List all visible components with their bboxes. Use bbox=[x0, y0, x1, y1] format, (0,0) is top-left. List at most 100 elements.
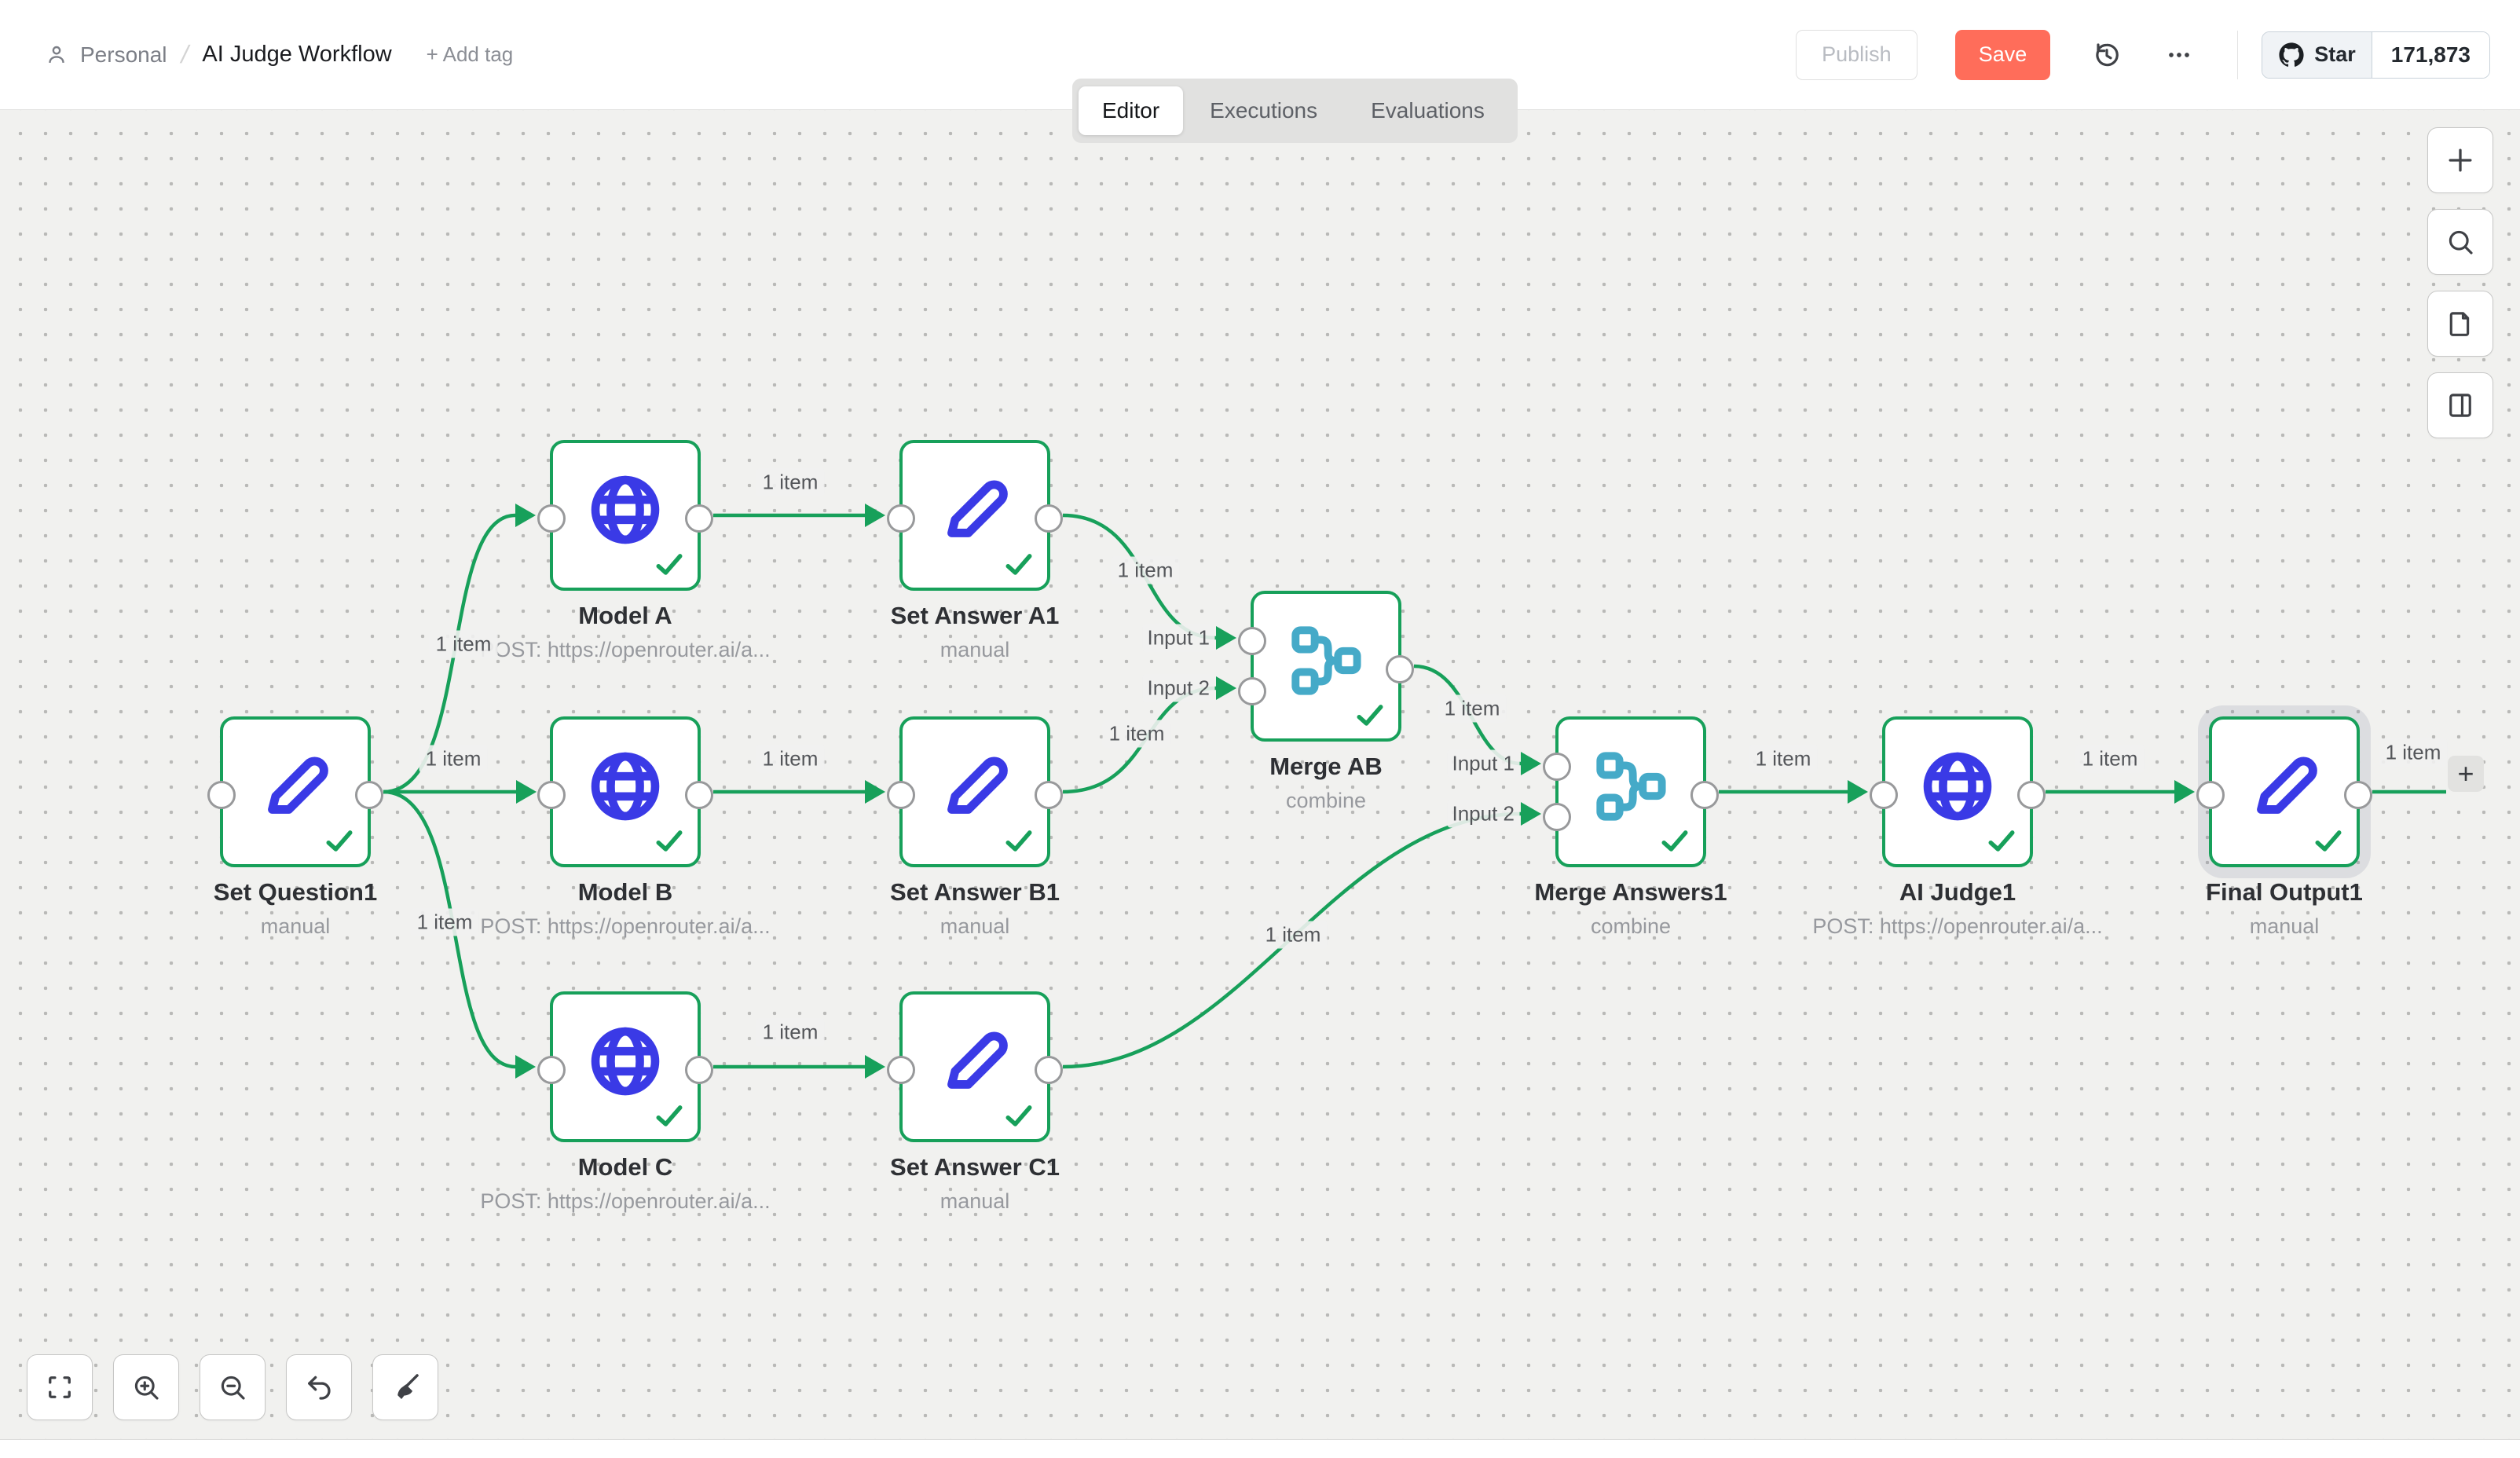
workflow-title[interactable]: AI Judge Workflow bbox=[202, 42, 392, 67]
edge-arrowhead bbox=[1848, 780, 1868, 804]
github-icon bbox=[2279, 42, 2304, 67]
node-merge-ab[interactable] bbox=[1238, 591, 1414, 742]
edge-items-label: 1 item bbox=[1438, 694, 1507, 723]
more-options-icon[interactable] bbox=[2157, 33, 2201, 77]
edges-layer bbox=[383, 504, 2446, 1079]
toggle-panel-button[interactable] bbox=[2427, 372, 2493, 438]
success-check-icon bbox=[1988, 830, 2015, 852]
output-handle[interactable] bbox=[2344, 781, 2372, 809]
success-check-icon bbox=[656, 830, 683, 852]
fit-view-button[interactable] bbox=[27, 1354, 93, 1420]
github-star-widget[interactable]: Star 171,873 bbox=[2262, 31, 2490, 79]
save-button[interactable]: Save bbox=[1954, 29, 2051, 80]
breadcrumb-project[interactable]: Personal bbox=[80, 42, 167, 67]
input-handle[interactable] bbox=[2196, 781, 2225, 809]
github-star-button[interactable]: Star bbox=[2262, 31, 2372, 78]
globe-icon bbox=[591, 752, 660, 820]
history-icon[interactable] bbox=[2085, 33, 2129, 77]
edge-arrowhead bbox=[516, 780, 537, 804]
output-handle[interactable] bbox=[1035, 504, 1063, 533]
output-handle[interactable] bbox=[2017, 781, 2046, 809]
tab-editor[interactable]: Editor bbox=[1079, 86, 1184, 135]
success-check-icon bbox=[1005, 554, 1032, 575]
edge-items-label: 1 item bbox=[1749, 745, 1818, 773]
output-handle[interactable] bbox=[685, 1056, 713, 1084]
node-set-question1[interactable] bbox=[207, 716, 383, 867]
input-handle[interactable] bbox=[207, 781, 236, 809]
github-star-label: Star bbox=[2314, 42, 2356, 66]
merge-input-label: Input 2 bbox=[1142, 674, 1214, 702]
header-actions: Publish Save Star 171,873 bbox=[1796, 29, 2490, 80]
input-handle[interactable] bbox=[887, 1056, 915, 1084]
edge-items-label: 1 item bbox=[1102, 720, 1171, 748]
broom-icon bbox=[397, 1374, 419, 1400]
node-final-output1[interactable] bbox=[2196, 716, 2372, 867]
top-header: Personal / AI Judge Workflow + Add tag P… bbox=[0, 0, 2520, 110]
zoom-out-button[interactable] bbox=[200, 1354, 266, 1420]
input-handle[interactable] bbox=[537, 1056, 566, 1084]
input-handle[interactable] bbox=[537, 504, 566, 533]
success-check-icon bbox=[1005, 830, 1032, 852]
publish-button[interactable]: Publish bbox=[1796, 29, 1917, 80]
tab-executions[interactable]: Executions bbox=[1210, 98, 1318, 123]
edit-icon bbox=[947, 756, 1008, 814]
edge-items-label: 1 item bbox=[419, 745, 488, 773]
fit-view-icon bbox=[49, 1376, 71, 1398]
user-icon bbox=[42, 41, 71, 69]
zoom-in-icon bbox=[134, 1376, 159, 1400]
globe-icon bbox=[591, 1027, 660, 1095]
success-check-icon bbox=[1661, 830, 1688, 852]
output-handle[interactable] bbox=[1035, 1056, 1063, 1084]
undo-button[interactable] bbox=[286, 1354, 352, 1420]
node-set-answer-c1[interactable] bbox=[887, 991, 1063, 1142]
edge-items-label: 1 item bbox=[429, 630, 498, 658]
node-ai-judge1[interactable] bbox=[1870, 716, 2046, 867]
breadcrumb-separator: / bbox=[178, 40, 192, 68]
output-handle[interactable] bbox=[1035, 781, 1063, 809]
zoom-in-button[interactable] bbox=[113, 1354, 179, 1420]
input-handle[interactable] bbox=[1543, 803, 1571, 831]
github-star-count[interactable]: 171,873 bbox=[2372, 31, 2489, 78]
output-handle[interactable] bbox=[1386, 655, 1414, 683]
add-node-button[interactable] bbox=[2427, 127, 2493, 193]
success-check-icon bbox=[1005, 1105, 1032, 1126]
edge-arrowhead bbox=[865, 504, 885, 527]
input-handle[interactable] bbox=[1543, 753, 1571, 781]
search-icon bbox=[2449, 230, 2473, 255]
output-handle[interactable] bbox=[355, 781, 383, 809]
input-handle[interactable] bbox=[887, 781, 915, 809]
file-icon bbox=[2449, 312, 2470, 336]
input-handle[interactable] bbox=[1238, 627, 1266, 655]
tidy-up-button[interactable] bbox=[372, 1354, 438, 1420]
node-model-a[interactable] bbox=[537, 440, 713, 591]
node-model-c[interactable] bbox=[537, 991, 713, 1142]
edge-items-label: 1 item bbox=[756, 468, 825, 496]
input-handle[interactable] bbox=[537, 781, 566, 809]
search-button[interactable] bbox=[2427, 209, 2493, 275]
globe-icon bbox=[591, 475, 660, 544]
add-tag-button[interactable]: + Add tag bbox=[426, 42, 514, 66]
canvas-bottom-toolbar bbox=[27, 1354, 438, 1420]
node-set-answer-b1[interactable] bbox=[887, 716, 1063, 867]
node-model-b[interactable] bbox=[537, 716, 713, 867]
edge-arrowhead bbox=[1216, 676, 1236, 700]
plus-icon bbox=[2449, 148, 2472, 172]
add-connected-node-button[interactable]: + bbox=[2448, 756, 2484, 792]
merge-icon bbox=[1596, 751, 1666, 821]
output-handle[interactable] bbox=[1690, 781, 1719, 809]
edge-arrowhead bbox=[515, 504, 536, 527]
node-merge-answers1[interactable] bbox=[1543, 716, 1719, 867]
sticky-note-button[interactable] bbox=[2427, 291, 2493, 357]
undo-icon bbox=[308, 1376, 331, 1400]
output-handle[interactable] bbox=[685, 504, 713, 533]
tab-evaluations[interactable]: Evaluations bbox=[1371, 98, 1485, 123]
canvas-side-toolbar bbox=[2427, 127, 2493, 438]
input-handle[interactable] bbox=[1870, 781, 1898, 809]
input-handle[interactable] bbox=[1238, 677, 1266, 705]
node-set-answer-a1[interactable] bbox=[887, 440, 1063, 591]
success-check-icon bbox=[326, 830, 353, 852]
output-handle[interactable] bbox=[685, 781, 713, 809]
edge-items-label: 1 item bbox=[2075, 745, 2145, 773]
input-handle[interactable] bbox=[887, 504, 915, 533]
